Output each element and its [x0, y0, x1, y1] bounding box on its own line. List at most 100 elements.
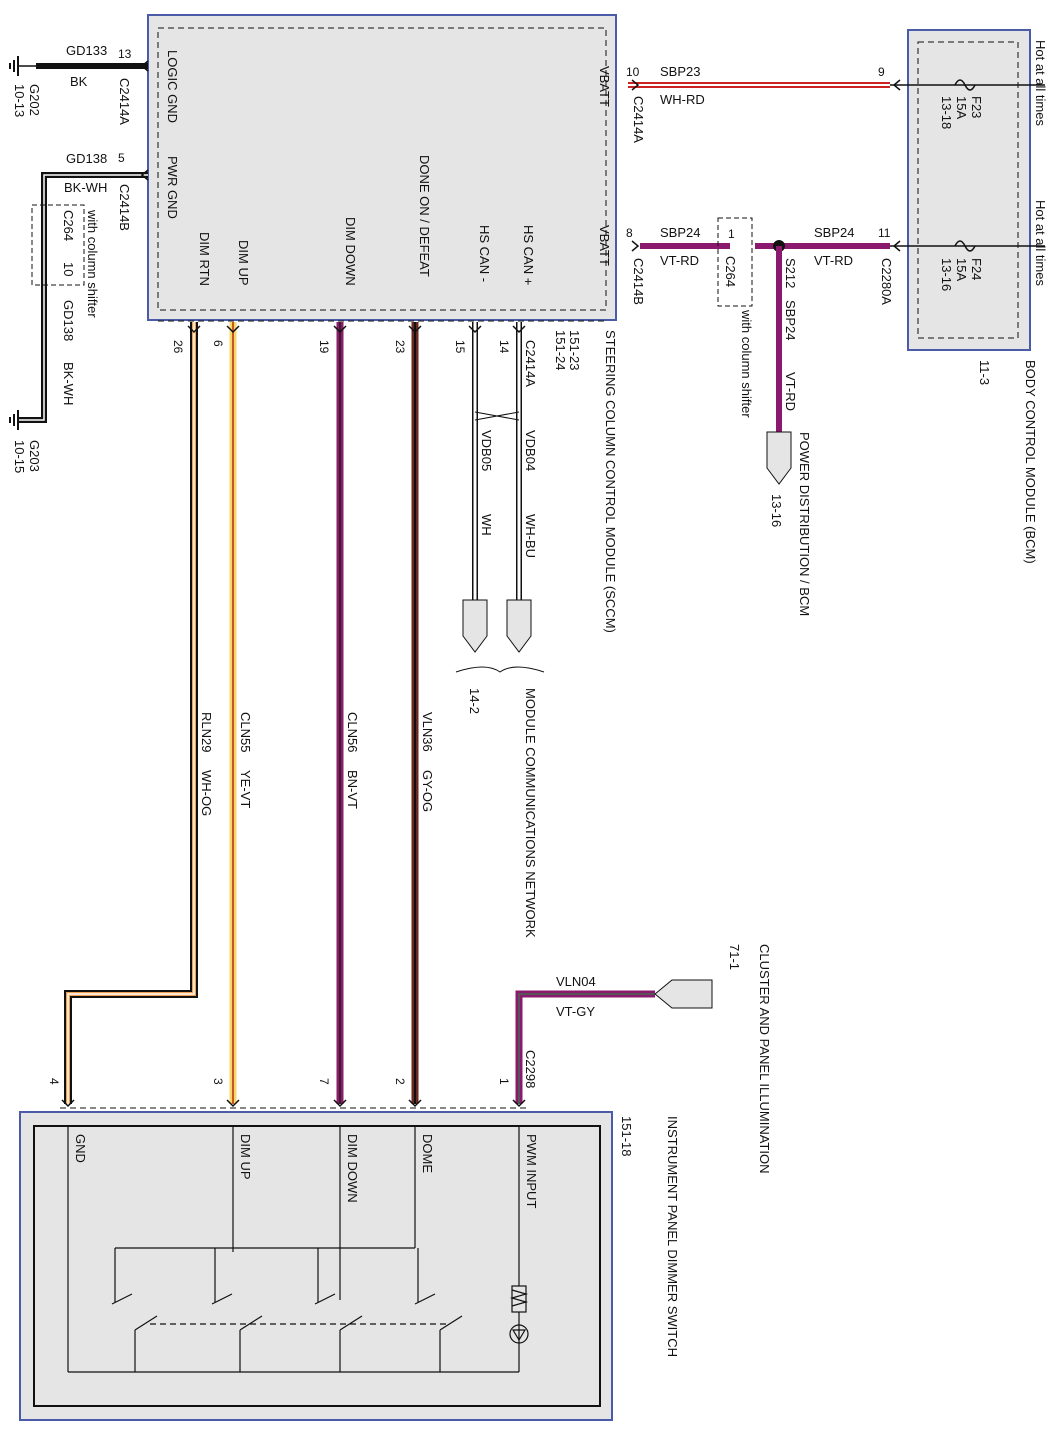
vdb05-color: WH	[479, 514, 494, 536]
sbp24-connector: C2414B	[631, 258, 646, 305]
sbp24-bcm-label: SBP24	[814, 225, 854, 240]
sccm-logic-gnd: LOGIC GND	[165, 50, 180, 123]
power-distribution-ref: 13-16	[769, 494, 784, 527]
sccm-pin-26: 26	[171, 340, 185, 354]
sccm-pin-15: 15	[453, 340, 467, 354]
bcm-hot-1: Hot at all times	[1033, 40, 1048, 126]
rln29-label: RLN29	[199, 712, 214, 752]
gd133-label: GD133	[66, 43, 107, 58]
sbp24-pin: 8	[626, 226, 633, 240]
cln55-color: YE-VT	[238, 770, 253, 808]
sbp24-bcm-color: VT-RD	[814, 253, 853, 268]
sccm-pwr-gnd: PWR GND	[165, 156, 180, 219]
dimmer-dim-down: DIM DOWN	[345, 1134, 360, 1203]
dimmer-pwm-input: PWM INPUT	[524, 1134, 539, 1208]
dimmer-internal-circuit	[67, 1126, 529, 1373]
vln36-label: VLN36	[420, 712, 435, 752]
fuse-f23-amp: 15A	[954, 96, 969, 119]
sccm-hs-can-minus: HS CAN -	[477, 225, 492, 282]
vdb04-wire	[474, 322, 532, 653]
network-brace-icon	[455, 666, 545, 673]
sbp24-wire	[640, 217, 1045, 485]
sccm-vbatt-bottom: VBATT	[597, 225, 612, 266]
sccm-pin-6: 6	[211, 340, 225, 347]
s212-label: S212	[783, 258, 798, 288]
bcm-pin-11: 11	[878, 226, 891, 240]
sccm-ref1: 151-23	[567, 330, 582, 370]
vln36-color: GY-OG	[420, 770, 435, 812]
sbp23-connector: C2414A	[631, 96, 646, 143]
cln55-label: CLN55	[238, 712, 253, 752]
bcm-ref: 11-3	[977, 360, 992, 385]
bcm-name: BODY CONTROL MODULE (BCM)	[1023, 360, 1038, 564]
dimmer-module	[19, 1107, 613, 1421]
dimmer-connector: C2298	[523, 1050, 538, 1088]
dimmer-pin-4: 4	[47, 1078, 61, 1085]
cln56-color: BN-VT	[345, 770, 360, 809]
sccm-vbatt-top: VBATT	[597, 66, 612, 107]
sccm-ref2: 151-24	[553, 330, 568, 370]
cln56-label: CLN56	[345, 712, 360, 752]
vdb04-color: WH-BU	[523, 514, 538, 558]
sccm-module	[147, 14, 617, 322]
dimmer-pin-1: 1	[497, 1078, 511, 1085]
c264-ground-pin: 10	[61, 262, 76, 276]
rln29-color: WH-OG	[199, 770, 214, 816]
sccm-dim-down: DIM DOWN	[343, 217, 358, 286]
bcm-hot-2: Hot at all times	[1033, 200, 1048, 286]
network-name: MODULE COMMUNICATIONS NETWORK	[523, 688, 538, 938]
bcm-module	[907, 29, 1031, 351]
dimmer-pin-2: 2	[393, 1078, 407, 1085]
rln29-wire	[64, 322, 198, 1104]
gd138-connector: C2414B	[117, 184, 132, 231]
gd133-pin: 13	[118, 47, 132, 61]
vdb05-wire	[462, 322, 488, 653]
power-distribution-label: POWER DISTRIBUTION / BCM	[797, 432, 812, 616]
g203-label: G203	[27, 440, 42, 472]
dimmer-pin-7: 7	[317, 1078, 331, 1085]
sbp23-pin: 10	[626, 65, 640, 79]
sbp24-down-label: SBP24	[783, 300, 798, 340]
sbp23-bcm-pin: 9	[878, 65, 885, 79]
dimmer-name: INSTRUMENT PANEL DIMMER SWITCH	[665, 1116, 680, 1357]
vln04-color: VT-GY	[556, 1004, 595, 1019]
sccm-name: STEERING COLUMN CONTROL MODULE (SCCM)	[603, 330, 618, 633]
sccm-pin-14: 14	[497, 340, 511, 354]
c264-ground-label: C264	[61, 210, 76, 241]
fuse-f23-ref: 13-18	[939, 96, 954, 129]
gd133-wire	[9, 56, 148, 76]
gd138-label: GD138	[66, 151, 107, 166]
c264-power-label: C264	[723, 256, 738, 287]
c264-ground-note: with column shifter	[85, 209, 100, 318]
gd138-pin: 5	[118, 151, 125, 165]
fuse-f23-icon	[954, 79, 976, 91]
cluster-name: CLUSTER AND PANEL ILLUMINATION	[757, 944, 772, 1173]
gd133-connector: C2414A	[117, 78, 132, 125]
vdb04-label: VDB04	[523, 430, 538, 471]
sccm-pin-19: 19	[317, 340, 331, 354]
sccm-pin-23: 23	[393, 340, 407, 354]
sccm-hs-can-plus: HS CAN +	[521, 225, 536, 285]
c264-power-note: with column shifter	[739, 309, 754, 418]
vln04-wire	[515, 979, 713, 1104]
fuse-f24-label: F24	[969, 258, 984, 280]
gd133-color: BK	[70, 74, 88, 89]
vln04-label: VLN04	[556, 974, 596, 989]
dimmer-gnd: GND	[73, 1134, 88, 1163]
gd138-lower-label: GD138	[61, 300, 76, 341]
gd138-wire	[9, 172, 148, 430]
g202-ref: 10-13	[12, 84, 27, 117]
g202-label: G202	[27, 84, 42, 116]
fuse-f24-ref: 13-16	[939, 258, 954, 291]
c264-power-pin: 1	[728, 227, 735, 241]
sccm-dim-up: DIM UP	[236, 240, 251, 286]
gd138-lower-color: BK-WH	[61, 362, 76, 405]
network-ref: 14-2	[467, 688, 482, 714]
sccm-done-on: DONE ON / DEFEAT	[417, 155, 432, 277]
fuse-f23-label: F23	[969, 96, 984, 118]
g203-ref: 10-15	[12, 440, 27, 473]
dimmer-pin-3: 3	[211, 1078, 225, 1085]
sccm-bottom-connector: C2414A	[523, 340, 538, 387]
sbp24-label: SBP24	[660, 225, 700, 240]
